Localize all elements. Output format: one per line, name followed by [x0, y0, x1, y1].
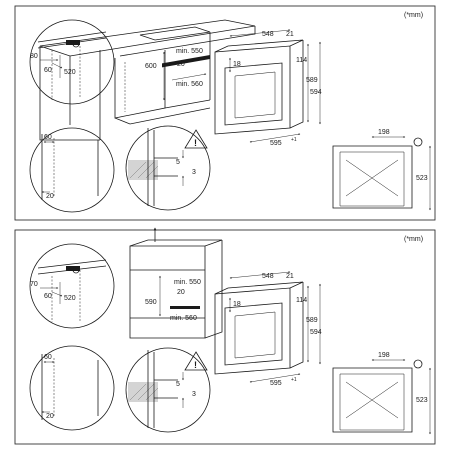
detail-niche-top: 70 60 520: [29, 243, 115, 329]
oven-isometric: 548 21 18 114 589 594 595 +1: [214, 29, 322, 147]
dim-label: 60: [44, 354, 52, 361]
panel-built-in-tall-cabinet: (*mm) 70 60 520: [14, 227, 436, 445]
dim-label: 114: [296, 57, 307, 64]
detail-gap: 5 3 !: [125, 347, 211, 433]
detail-side: 60 20: [29, 127, 115, 213]
dim-label: 3: [192, 391, 196, 398]
dim-label: 595: [270, 140, 282, 147]
niche-cutout-dims: 600 20 min. 550 min. 560: [145, 48, 207, 101]
dim-label: 18: [233, 301, 241, 308]
dim-label: 20: [177, 289, 185, 296]
info-circle-icon: [72, 266, 80, 274]
niche-cutout-dims: 590 20 min. 550 min. 560: [145, 275, 201, 322]
dim-label: 198: [378, 129, 390, 136]
dim-label: 20: [46, 413, 54, 420]
counter-cabinet: [39, 19, 256, 141]
top-view: 198 523: [332, 129, 431, 211]
dim-label: min. 550: [174, 279, 201, 286]
dim-label: 80: [30, 53, 38, 60]
warning-triangle-icon: [184, 351, 208, 371]
dim-label: 20: [46, 193, 54, 200]
dim-label: 594: [310, 89, 322, 96]
detail-side: 60 20: [29, 345, 115, 431]
info-circle-icon: [72, 40, 80, 48]
dim-label: 523: [416, 397, 428, 404]
dim-label: 21: [286, 31, 294, 38]
detail-niche-top: 80 60 520: [29, 19, 115, 105]
dim-label: 5: [176, 159, 180, 166]
dim-label: 589: [306, 77, 318, 84]
dim-label: 3: [192, 169, 196, 176]
tall-cabinet: [129, 227, 223, 339]
oven-isometric: 548 21 18 114 589 594 595 +1: [214, 271, 322, 387]
dim-label: 60: [44, 67, 52, 74]
dim-label: min. 550: [176, 48, 203, 55]
info-circle-icon: [413, 137, 423, 147]
dim-label: 600: [145, 63, 157, 70]
dim-label: 60: [44, 293, 52, 300]
dim-label: 60: [44, 134, 52, 141]
vent-strip: [170, 306, 200, 309]
svg-text:!: !: [194, 138, 197, 148]
dim-label: 70: [30, 281, 38, 288]
dim-label: 548: [262, 31, 274, 38]
dim-label: 5: [176, 381, 180, 388]
dim-label: 520: [64, 295, 76, 302]
svg-text:!: !: [194, 360, 197, 370]
detail-gap: 5 3 !: [125, 125, 211, 211]
vent-strip: [162, 54, 210, 68]
dim-label: 523: [416, 175, 428, 182]
dim-label: 590: [145, 299, 157, 306]
unit-note: (*mm): [404, 236, 423, 243]
unit-note: (*mm): [404, 12, 423, 19]
dim-label: 114: [296, 297, 307, 304]
info-circle-icon: [413, 359, 423, 369]
dim-label: +1: [291, 377, 297, 383]
panel-built-in-under-counter: (*mm) 80 60: [14, 5, 436, 221]
dim-label: 589: [306, 317, 318, 324]
dim-label: 548: [262, 273, 274, 280]
dim-label: 20: [177, 61, 185, 68]
dim-label: 595: [270, 380, 282, 387]
warning-triangle-icon: [184, 129, 208, 149]
dim-label: min. 560: [170, 315, 197, 322]
dim-label: 520: [64, 69, 76, 76]
top-view: 198 523: [332, 352, 431, 435]
dim-label: 198: [378, 352, 390, 359]
dim-label: +1: [291, 137, 297, 143]
dim-label: 18: [233, 61, 241, 68]
dim-label: min. 560: [176, 81, 203, 88]
dim-label: 594: [310, 329, 322, 336]
dim-label: 21: [286, 273, 294, 280]
